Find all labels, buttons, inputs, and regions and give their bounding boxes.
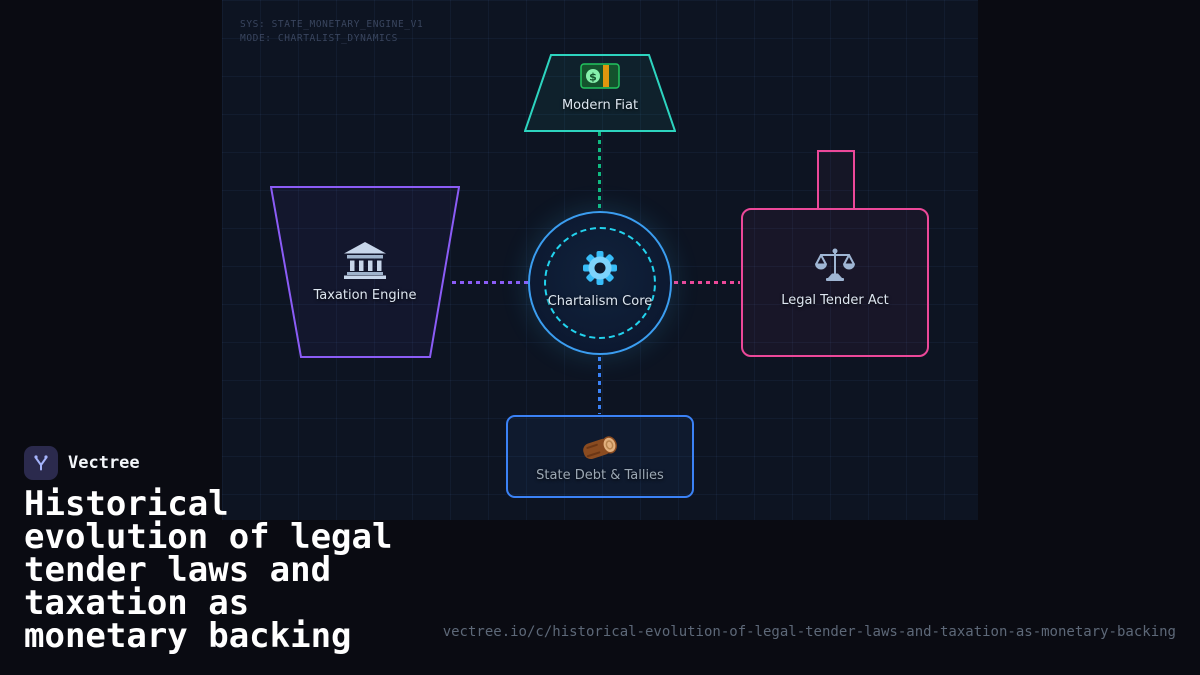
system-readout: SYS: STATE_MONETARY_ENGINE_V1 MODE: CHAR…	[240, 18, 423, 46]
node-label-chartalism-core: Chartalism Core	[547, 293, 653, 309]
balance-scale-icon	[814, 247, 856, 283]
branding-block: Vectree Historical evolution of legal te…	[24, 446, 414, 653]
node-chartalism-core: Chartalism Core	[528, 211, 672, 355]
svg-text:$: $	[589, 71, 597, 84]
sys-line: SYS: STATE_MONETARY_ENGINE_V1	[240, 19, 424, 30]
connector-core-to-state-debt	[598, 357, 601, 414]
footer-url: vectree.io/c/historical-evolution-of-leg…	[442, 624, 1176, 640]
node-label-modern-fiat: Modern Fiat	[561, 98, 639, 113]
bank-building-icon	[342, 241, 388, 279]
node-label-legal-tender-act: Legal Tender Act	[781, 293, 889, 308]
page-title: Historical evolution of legal tender law…	[24, 484, 393, 656]
node-label-taxation-engine: Taxation Engine	[313, 288, 417, 303]
node-legal-tender-act: Legal Tender Act	[741, 150, 929, 357]
connector-modern-fiat-to-core	[598, 132, 601, 210]
connector-taxation-to-core	[452, 281, 528, 284]
brand-name: Vectree	[68, 453, 140, 473]
wood-log-icon	[580, 431, 620, 465]
node-tab	[817, 150, 855, 210]
node-label-state-debt-tallies: State Debt & Tallies	[536, 467, 664, 483]
node-taxation-engine: Taxation Engine	[270, 186, 460, 358]
node-state-debt-tallies: State Debt & Tallies	[506, 415, 694, 498]
dollar-banknote-icon: $	[580, 63, 620, 89]
mode-line: MODE: CHARTALIST_DYNAMICS	[240, 33, 398, 44]
node-modern-fiat: $ Modern Fiat	[524, 54, 676, 132]
gear-icon	[580, 248, 620, 288]
dashed-ring	[544, 227, 656, 339]
diagram-panel: SYS: STATE_MONETARY_ENGINE_V1 MODE: CHAR…	[222, 0, 978, 520]
connector-core-to-legal-tender	[674, 281, 740, 284]
trapezoid-shape	[524, 54, 676, 132]
vectree-logo-icon	[24, 446, 58, 480]
